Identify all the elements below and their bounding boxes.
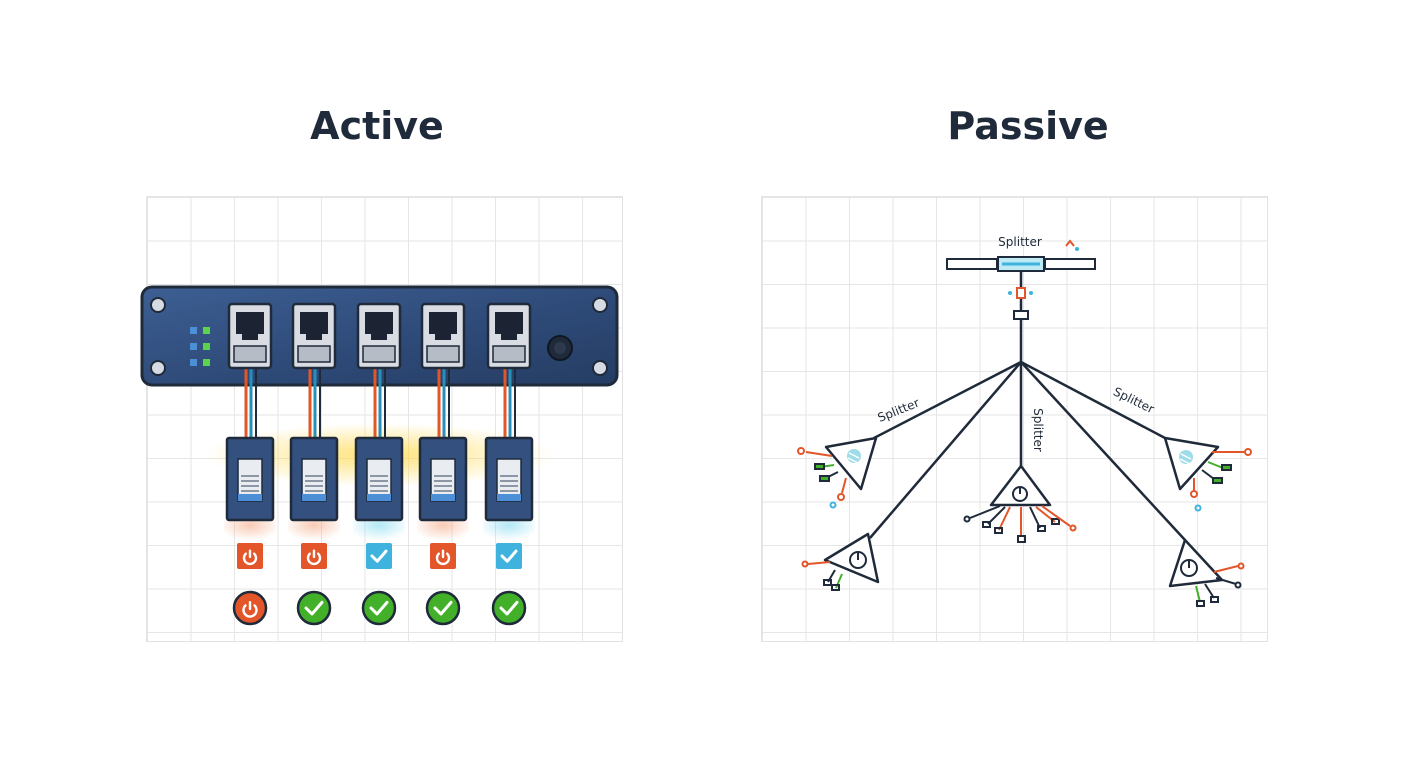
transceiver-module-icon	[418, 436, 468, 522]
active-port	[353, 302, 405, 626]
active-port	[483, 302, 535, 626]
panel-screw-icon	[592, 297, 608, 313]
panel-screw-icon	[150, 297, 166, 313]
status-check-icon	[361, 590, 397, 626]
rj45-jack-icon	[420, 302, 466, 370]
splitter-node-right-upper	[1163, 436, 1252, 512]
active-grid-background	[146, 196, 623, 642]
panel-screw-icon	[592, 360, 608, 376]
transceiver-module-icon	[484, 436, 534, 522]
power-badge-icon	[430, 543, 456, 569]
active-port	[417, 302, 469, 626]
check-badge-icon	[496, 543, 522, 569]
passive-title: Passive	[947, 104, 1109, 148]
power-badge-icon	[301, 543, 327, 569]
rj45-jack-icon	[291, 302, 337, 370]
splitter-label-left: Splitter	[876, 396, 922, 425]
rj45-jack-icon	[356, 302, 402, 370]
status-led-icon	[190, 327, 210, 366]
passive-fiber-tree	[869, 270, 1186, 541]
top-splitter-coupler	[946, 239, 1096, 320]
transceiver-module-icon	[289, 436, 339, 522]
splitter-label-right: Splitter	[1111, 385, 1156, 417]
splitter-node-left-upper	[797, 436, 878, 509]
status-power-icon	[232, 590, 268, 626]
active-title: Active	[310, 104, 444, 148]
splitter-label-top: Splitter	[998, 235, 1042, 249]
splitter-node-left-lower	[801, 532, 880, 591]
splitter-node-center	[963, 464, 1077, 543]
rj45-jack-icon	[486, 302, 532, 370]
splitter-label-center: Splitter	[1031, 408, 1045, 452]
active-ports-group	[224, 302, 535, 626]
status-check-icon	[425, 590, 461, 626]
status-check-icon	[296, 590, 332, 626]
transceiver-module-icon	[354, 436, 404, 522]
active-port	[224, 302, 276, 626]
check-badge-icon	[366, 543, 392, 569]
active-port	[288, 302, 340, 626]
panel-screw-icon	[150, 360, 166, 376]
transceiver-module-icon	[225, 436, 275, 522]
splitter-node-right-lower	[1168, 538, 1245, 607]
status-check-icon	[491, 590, 527, 626]
rj45-jack-icon	[227, 302, 273, 370]
power-badge-icon	[237, 543, 263, 569]
